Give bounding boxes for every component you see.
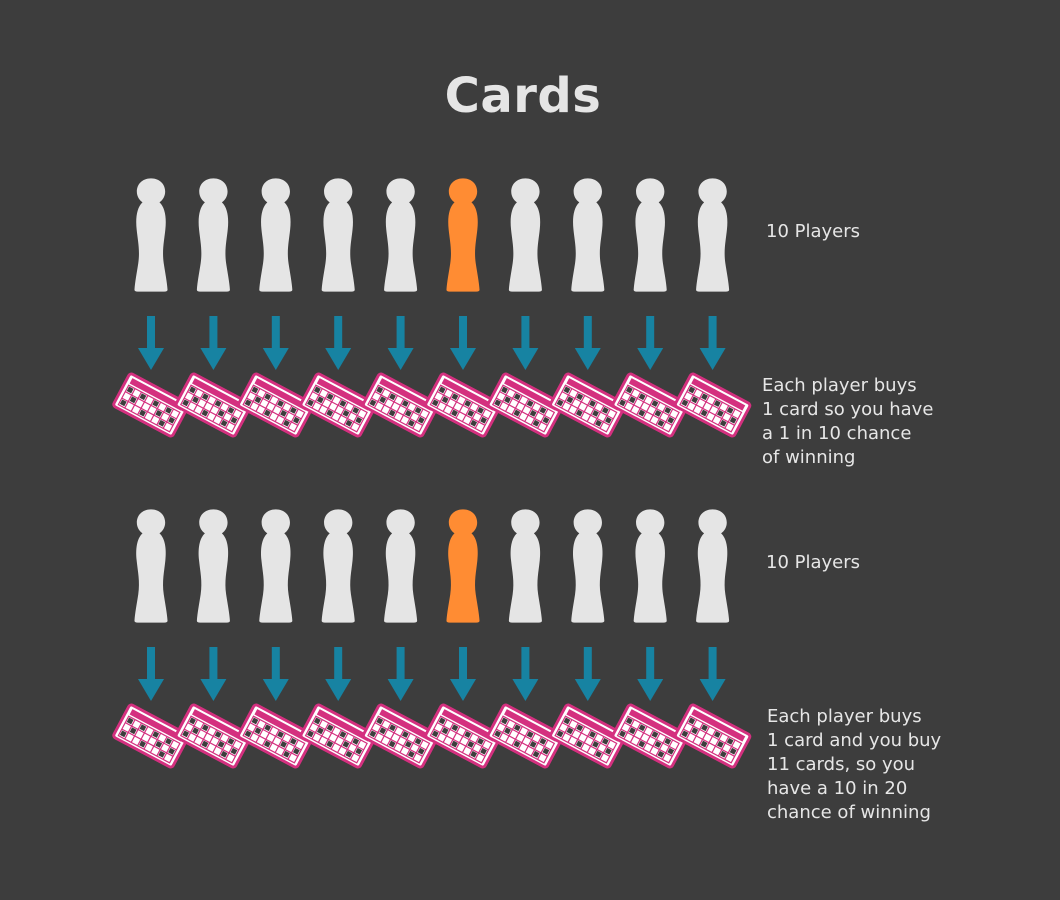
down-arrow-icon	[138, 316, 164, 370]
player-pawn-icon	[259, 178, 293, 292]
players-label-1: 10 Players	[766, 221, 861, 242]
down-arrow-icon	[637, 316, 664, 370]
down-arrow-icon	[637, 647, 664, 701]
page-title: Cards	[444, 68, 602, 124]
down-arrow-icon	[699, 647, 726, 701]
down-arrow-icon	[450, 647, 476, 701]
down-arrow-icon	[325, 647, 352, 701]
down-arrow-icon	[200, 316, 227, 370]
down-arrow-icon	[387, 647, 414, 701]
player-pawn-icon	[571, 178, 605, 292]
down-arrow-icon	[450, 316, 476, 370]
bingo-card-icon	[672, 371, 753, 439]
player-pawn-icon	[321, 509, 355, 623]
bingo-card-icon	[672, 702, 753, 770]
player-pawn-icon	[134, 178, 168, 292]
player-pawn-icon	[633, 509, 667, 623]
player-pawn-icon	[384, 178, 418, 292]
highlighted-player-icon	[446, 178, 480, 292]
player-pawn-icon	[696, 178, 730, 292]
player-pawn-icon	[508, 509, 542, 623]
down-arrow-icon	[387, 316, 414, 370]
player-pawn-icon	[571, 509, 605, 623]
down-arrow-icon	[574, 316, 601, 370]
down-arrow-icon	[699, 316, 726, 370]
down-arrow-icon	[200, 647, 227, 701]
down-arrow-icon	[262, 316, 289, 370]
scenario-description-1: Each player buys 1 card so you have a 1 …	[762, 375, 934, 468]
down-arrow-icon	[262, 647, 289, 701]
player-pawn-icon	[384, 509, 418, 623]
down-arrow-icon	[325, 316, 352, 370]
down-arrow-icon	[574, 647, 601, 701]
player-pawn-icon	[633, 178, 667, 292]
highlighted-player-icon	[446, 509, 480, 623]
player-pawn-icon	[196, 509, 230, 623]
player-pawn-icon	[196, 178, 230, 292]
players-label-2: 10 Players	[766, 552, 861, 573]
player-pawn-icon	[321, 178, 355, 292]
down-arrow-icon	[512, 316, 539, 370]
scenario-description-2: Each player buys 1 card and you buy 11 c…	[767, 706, 942, 823]
player-pawn-icon	[134, 509, 168, 623]
down-arrow-icon	[138, 647, 164, 701]
down-arrow-icon	[512, 647, 539, 701]
player-pawn-icon	[259, 509, 293, 623]
player-pawn-icon	[508, 178, 542, 292]
scenario-1	[111, 178, 753, 439]
scenario-2	[111, 509, 753, 770]
player-pawn-icon	[696, 509, 730, 623]
